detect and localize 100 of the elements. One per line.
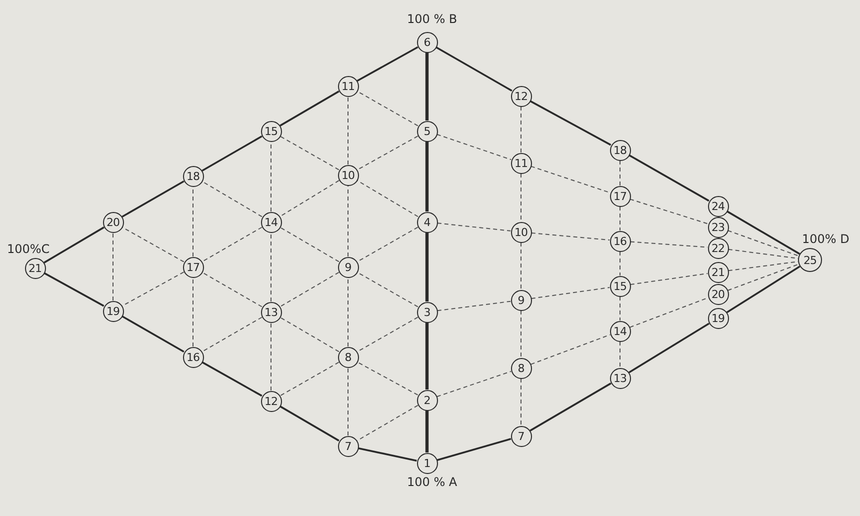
- dashed-line: [192, 277, 194, 347]
- lattice-point: 19: [102, 300, 124, 322]
- dashed-line: [356, 362, 418, 396]
- vertex-label: 100% D: [802, 232, 850, 246]
- dashed-line: [727, 264, 800, 291]
- dashed-line: [280, 316, 340, 352]
- lattice-line: [628, 154, 710, 202]
- axis-line: [425, 142, 429, 212]
- lattice-line: [436, 46, 512, 92]
- lattice-point: 6: [416, 32, 438, 52]
- lattice-line: [436, 438, 512, 461]
- lattice-point: 8: [510, 358, 532, 378]
- dashed-line: [530, 334, 611, 365]
- lattice-point: 20: [708, 284, 728, 304]
- lattice-point: 4: [416, 212, 438, 232]
- lattice-line: [122, 315, 184, 353]
- dashed-line: [530, 166, 611, 194]
- lattice-point: 18: [610, 140, 630, 160]
- lattice-line: [530, 382, 612, 432]
- lattice-point: 13: [260, 302, 282, 322]
- lattice-point: 17: [182, 256, 204, 278]
- dashed-line: [280, 136, 340, 170]
- lattice-point: 22: [708, 238, 728, 258]
- lattice-point: 9: [338, 256, 358, 278]
- lattice-point: 14: [610, 320, 630, 342]
- dashed-line: [280, 272, 340, 308]
- vertex-label: 100 % B: [407, 12, 458, 26]
- lattice-point: 10: [338, 164, 358, 186]
- lattice-point: 18: [182, 166, 204, 186]
- lattice-line: [202, 361, 262, 397]
- vertex-label: 100%C: [7, 242, 50, 256]
- dashed-line: [280, 362, 340, 396]
- lattice-point: 21: [708, 262, 728, 282]
- lattice-line: [726, 210, 800, 255]
- lattice-point: 11: [510, 152, 532, 174]
- lattice-point: 8: [338, 346, 358, 368]
- dashed-line: [436, 300, 512, 312]
- lattice-line: [530, 100, 612, 146]
- lattice-line: [44, 272, 104, 307]
- lattice-point: 19: [708, 308, 728, 328]
- lattice-point: 23: [708, 216, 728, 238]
- axis-line: [425, 52, 429, 120]
- lattice-line: [122, 180, 184, 218]
- lattice-point: 15: [260, 120, 282, 142]
- dashed-line: [356, 316, 418, 352]
- lattice-line: [726, 266, 800, 314]
- dashed-line: [520, 378, 522, 426]
- dashed-line: [520, 106, 522, 153]
- lattice-line: [280, 406, 340, 442]
- dashed-line: [356, 226, 418, 262]
- dashed-line: [280, 226, 340, 262]
- lattice-point: 12: [260, 390, 282, 412]
- lattice-point: 25: [798, 248, 822, 272]
- dashed-line: [202, 226, 262, 262]
- dashed-line: [436, 222, 512, 232]
- lattice-point: 2: [416, 390, 438, 410]
- lattice-point: 20: [102, 212, 124, 232]
- dashed-line: [202, 272, 262, 308]
- dashed-line: [356, 272, 418, 308]
- lattice-point: 9: [510, 290, 532, 310]
- lattice-point: 17: [610, 186, 630, 206]
- dashed-line: [270, 232, 272, 302]
- axis-line: [425, 410, 429, 452]
- dashed-line: [202, 316, 262, 352]
- dashed-line: [436, 134, 512, 160]
- lattice-point: 15: [610, 276, 630, 296]
- vertex-label: 100 % A: [407, 475, 458, 489]
- axis-line: [425, 232, 429, 302]
- dashed-line: [630, 198, 708, 224]
- dashed-line: [727, 230, 800, 256]
- lattice-point: 7: [510, 426, 532, 446]
- dashed-line: [436, 370, 512, 398]
- lattice-point: 16: [610, 230, 630, 252]
- lattice-line: [44, 226, 104, 264]
- dashed-line: [270, 322, 272, 391]
- lattice-point: 24: [708, 196, 728, 216]
- lattice-line: [202, 135, 262, 172]
- axis-line: [425, 322, 429, 390]
- dashed-line: [279, 180, 340, 218]
- dashed-line: [112, 232, 114, 301]
- lattice-point: 21: [24, 258, 46, 278]
- dashed-line: [520, 242, 522, 290]
- dashed-line: [530, 232, 610, 241]
- dashed-line: [356, 90, 418, 126]
- dashed-line: [202, 180, 262, 218]
- dashed-line: [356, 136, 418, 170]
- lattice-point: 7: [338, 436, 358, 456]
- dashed-line: [520, 173, 522, 222]
- dashed-line: [520, 310, 522, 358]
- lattice-point: 16: [182, 346, 204, 368]
- lattice-line: [356, 46, 418, 82]
- lattice-point: 1: [416, 452, 438, 474]
- lattice-line: [628, 322, 710, 374]
- lattice-point: 13: [610, 368, 630, 388]
- lattice-point: 5: [416, 120, 438, 142]
- dashed-line: [530, 286, 610, 300]
- lattice-point: 12: [510, 86, 532, 106]
- lattice-point: 11: [338, 76, 358, 96]
- lattice-line: [280, 90, 340, 126]
- dashed-line: [630, 272, 708, 286]
